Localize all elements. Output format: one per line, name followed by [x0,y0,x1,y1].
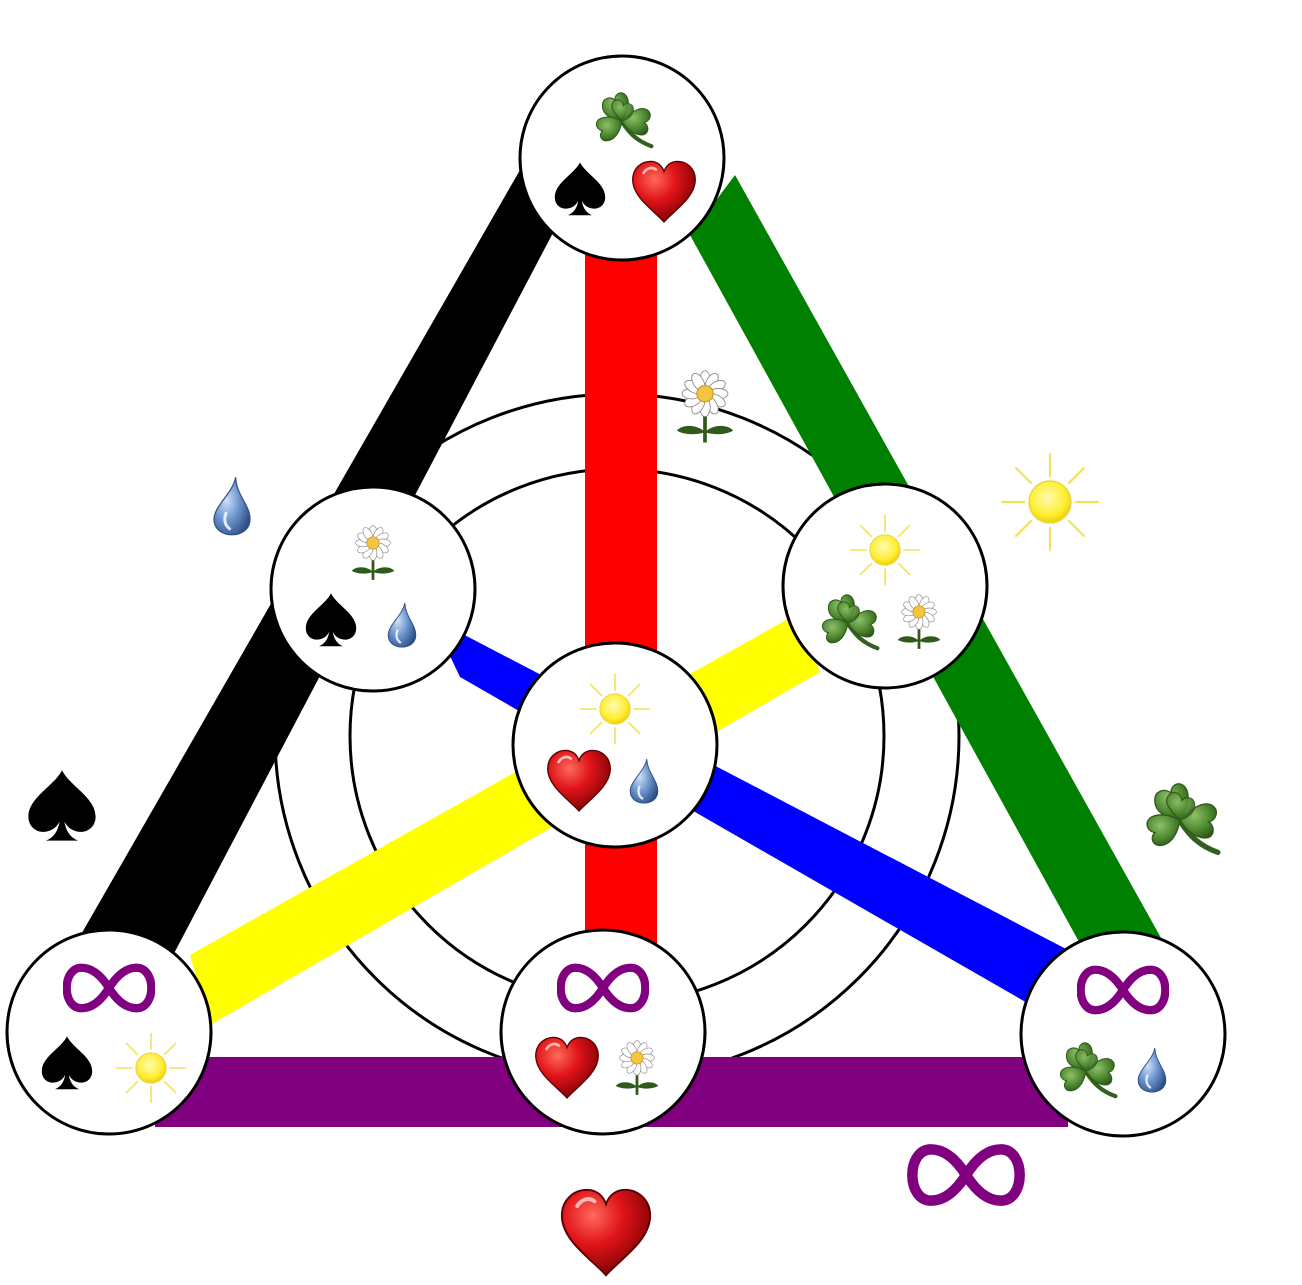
line-red [585,255,657,955]
points-group [5,54,1227,1138]
label-black-spade-icon [28,770,96,841]
point-circle [5,928,213,1136]
sun-icon [849,514,921,586]
label-yellow-sun-icon [1000,452,1100,552]
label-red-heart-icon [562,1190,650,1275]
point-circle [1019,930,1227,1138]
point-circle [269,485,477,693]
label-green-clover-icon [1147,784,1218,853]
label-blue-water-drop-icon [214,477,250,535]
point-bottom-right [1019,930,1227,1138]
sun-icon [579,673,651,745]
point-circle [499,928,707,1136]
point-upper-left [269,485,477,693]
label-purple-infinity-icon [912,1149,1019,1200]
label-circle-daisy-icon [677,371,733,443]
point-top [518,54,726,262]
point-circle [511,641,719,849]
point-bottom-left [5,928,213,1136]
point-circle [518,54,726,262]
point-center [511,641,719,849]
sun-icon [115,1032,187,1104]
point-circle [781,482,989,690]
point-bottom-middle [499,928,707,1136]
point-upper-right [781,482,989,690]
